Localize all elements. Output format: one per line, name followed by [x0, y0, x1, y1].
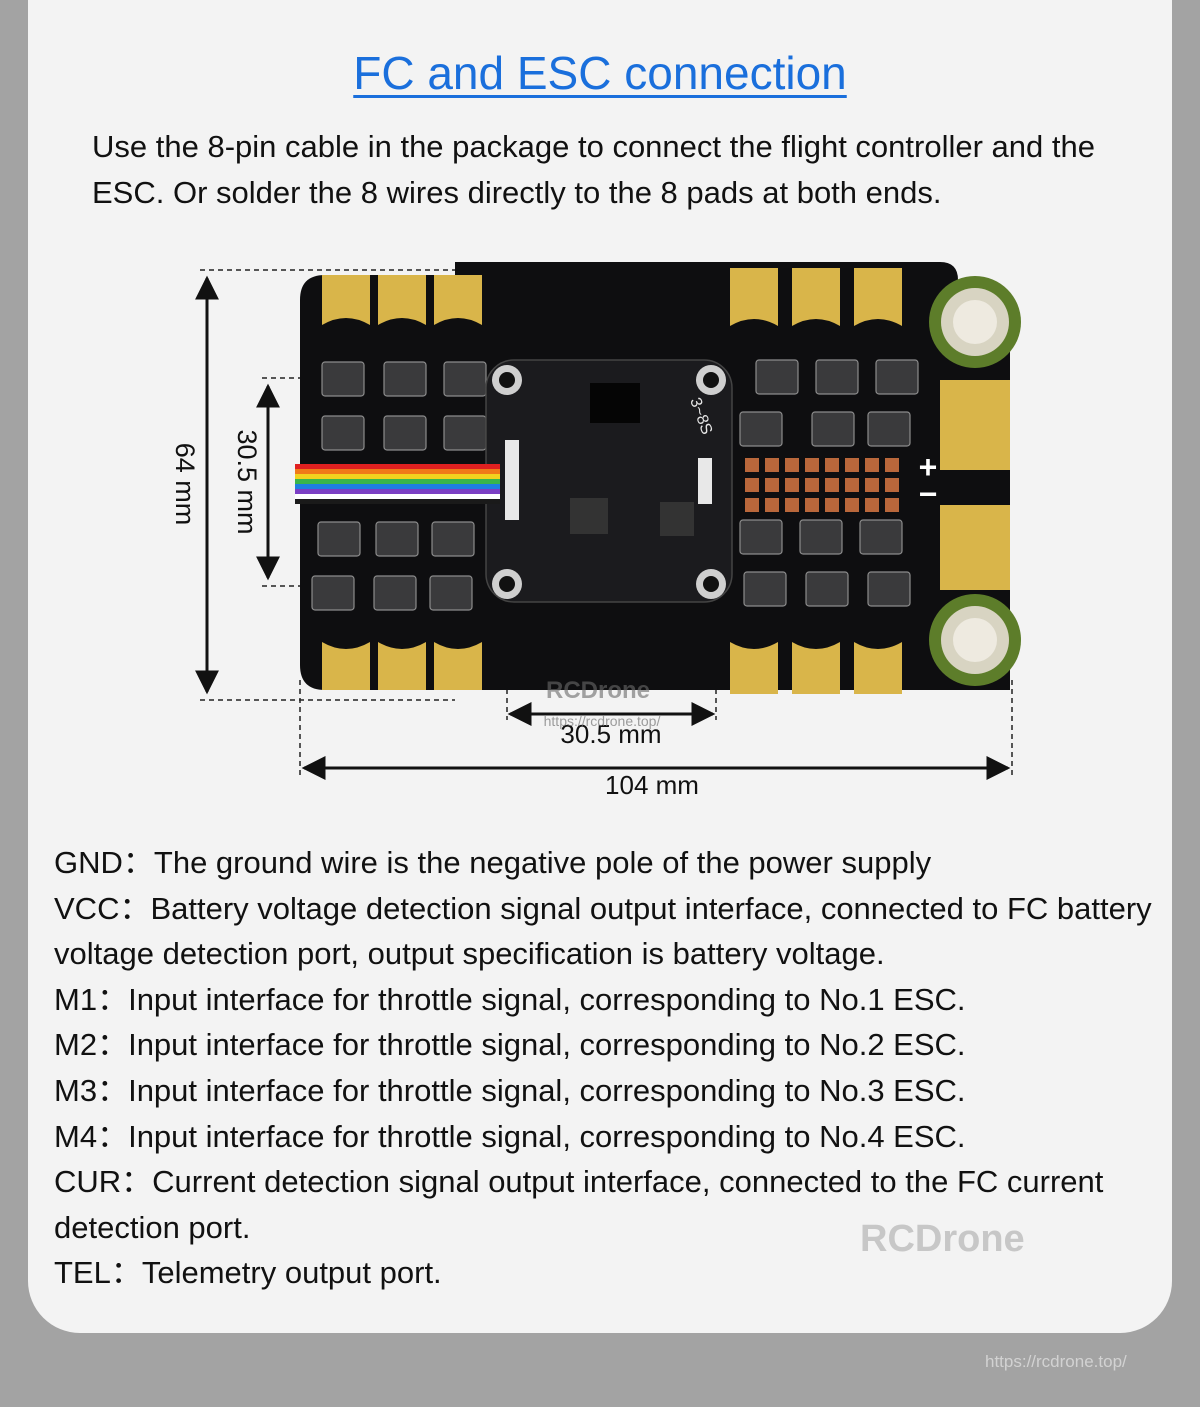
- board-watermark: RCDrone: [546, 677, 650, 704]
- intro-paragraph: Use the 8-pin cable in the package to co…: [92, 129, 1095, 210]
- pin-descriptions: GND：The ground wire is the negative pole…: [54, 840, 1154, 1296]
- mosfets-right: [739, 359, 919, 607]
- capacitor-icon: [929, 594, 1021, 686]
- pin-item-m3: M3：Input interface for throttle signal, …: [54, 1072, 966, 1108]
- dim-mount-vertical-label: 30.5 mm: [232, 429, 262, 534]
- motor-pads-top: [322, 268, 902, 326]
- pin-item-vcc: VCC：Battery voltage detection signal out…: [54, 890, 1152, 972]
- esc-dimension-diagram: 64 mm 30.5 mm 30.5 mm 104 mm +: [170, 262, 1021, 800]
- rcdrone-watermark: RCDrone: [860, 1218, 1025, 1260]
- dim-mount-horizontal-label: 30.5 mm: [560, 719, 661, 749]
- minus-sign: −: [919, 476, 938, 512]
- pin-item-tel: TEL：Telemetry output port.: [54, 1255, 442, 1291]
- pin-item-gnd: GND：The ground wire is the negative pole…: [54, 845, 932, 880]
- pin-item-m1: M1：Input interface for throttle signal, …: [54, 981, 966, 1017]
- battery-pads: [940, 380, 1010, 590]
- plus-sign: +: [919, 449, 938, 485]
- esc-board: + −: [295, 262, 1021, 729]
- mounting-holes: [492, 365, 726, 599]
- dim-height-label: 64 mm: [170, 443, 200, 526]
- board-url-watermark: https://rcdrone.top/: [544, 713, 661, 729]
- current-shunts: [745, 458, 899, 512]
- dimension-arrows: [195, 275, 1011, 780]
- motor-pads-bottom: [322, 642, 902, 694]
- page-title[interactable]: FC and ESC connection: [353, 47, 847, 99]
- ribbon-cable: [295, 464, 500, 504]
- mosfets-left: [311, 361, 487, 611]
- dim-width-label: 104 mm: [605, 770, 699, 800]
- pin-item-m2: M2：Input interface for throttle signal, …: [54, 1027, 966, 1063]
- url-watermark: https://rcdrone.top/: [985, 1352, 1127, 1371]
- pin-item-cur: CUR：Current detection signal output inte…: [54, 1164, 1104, 1245]
- capacitor-icon: [929, 276, 1021, 368]
- pin-item-m4: M4：Input interface for throttle signal, …: [54, 1118, 966, 1154]
